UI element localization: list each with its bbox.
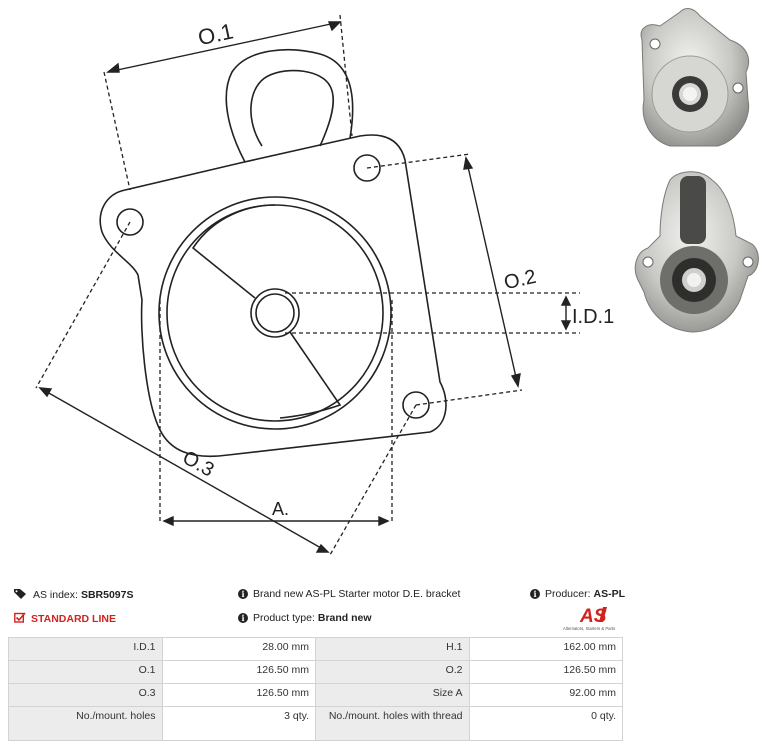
product-type-row: i Product type: Brand new: [238, 612, 372, 624]
as-pl-logo: AS Alternators, Starters & Parts: [563, 604, 623, 632]
spec-value: 126.50 mm: [468, 660, 623, 684]
table-row: No./mount. holes 3 qty. No./mount. holes…: [8, 706, 623, 741]
spec-value: 3 qty.: [161, 706, 316, 741]
product-photos: [634, 8, 759, 333]
info-icon: i: [238, 613, 248, 623]
product-description: Brand new AS-PL Starter motor D.E. brack…: [253, 588, 461, 600]
label-o2: O.2: [502, 266, 538, 294]
spec-key: O.1: [8, 660, 163, 684]
as-index-label: AS index:: [33, 589, 78, 601]
spec-value: 126.50 mm: [161, 683, 316, 707]
svg-text:Alternators, Starters & Parts: Alternators, Starters & Parts: [563, 626, 615, 631]
spec-value: 92.00 mm: [468, 683, 623, 707]
spec-value: 0 qty.: [468, 706, 623, 741]
producer-value: AS-PL: [593, 588, 626, 600]
producer-label: Producer:: [545, 588, 591, 600]
mount-hole-bottom-right: [402, 391, 430, 419]
line-row: STANDARD LINE: [14, 612, 116, 626]
technical-drawing: O.1 O.2 O.3 I.D.1 A.: [35, 14, 614, 556]
line-label: STANDARD LINE: [31, 613, 116, 625]
spec-key: Size A: [315, 683, 470, 707]
inner-ring: [166, 204, 384, 422]
label-a: A.: [272, 499, 289, 519]
product-type-label: Product type:: [253, 612, 315, 624]
spec-key: H.1: [315, 637, 470, 661]
table-row: I.D.1 28.00 mm H.1 162.00 mm: [8, 637, 623, 661]
as-index-row: AS index: SBR5097S: [14, 588, 133, 602]
bracket-outline: [99, 134, 447, 458]
sector-cutout-lower: [279, 331, 342, 419]
hub-outer: [250, 288, 300, 338]
table-row: O.1 126.50 mm O.2 126.50 mm: [8, 660, 623, 684]
info-icon: i: [238, 589, 248, 599]
description-row: i Brand new AS-PL Starter motor D.E. bra…: [238, 588, 460, 600]
spec-value: 126.50 mm: [161, 660, 316, 684]
label-id1: I.D.1: [572, 306, 614, 328]
spec-value: 28.00 mm: [161, 637, 316, 661]
top-lug: [225, 49, 354, 163]
producer-row: i Producer: AS-PL: [530, 588, 625, 600]
specs-table: I.D.1 28.00 mm H.1 162.00 mm O.1 126.50 …: [8, 637, 623, 741]
info-icon: i: [530, 589, 540, 599]
spec-value: 162.00 mm: [468, 637, 623, 661]
product-type-value: Brand new: [317, 612, 372, 624]
table-row: O.3 126.50 mm Size A 92.00 mm: [8, 683, 623, 707]
sector-cutout: [191, 204, 276, 299]
spec-key: O.2: [315, 660, 470, 684]
checkbox-icon: [14, 612, 26, 626]
spec-key: No./mount. holes: [8, 706, 163, 741]
top-lug-inner: [250, 69, 334, 147]
hub-inner: [255, 293, 295, 333]
spec-key: I.D.1: [8, 637, 163, 661]
spec-key: O.3: [8, 683, 163, 707]
outer-ring: [158, 196, 392, 430]
photo-rear-view: [634, 171, 759, 333]
mount-hole-top-right: [353, 154, 381, 182]
photo-front-view: [640, 8, 750, 147]
spec-key: No./mount. holes with thread: [315, 706, 470, 741]
as-index-value: SBR5097S: [80, 589, 134, 601]
mount-hole-left: [116, 208, 144, 236]
tags-icon: [14, 588, 28, 602]
